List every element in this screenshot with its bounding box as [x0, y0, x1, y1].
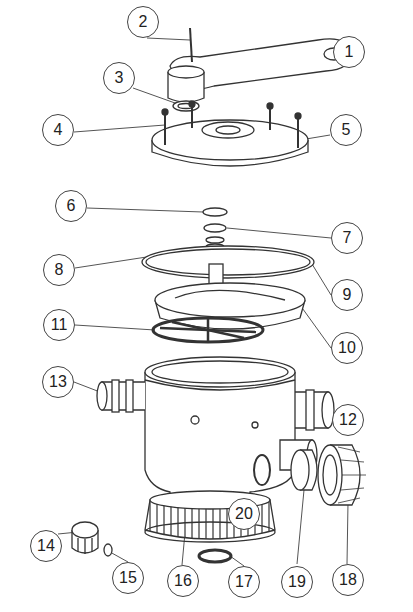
callout-circle: 14: [30, 530, 62, 562]
callout-circle: 19: [281, 566, 313, 598]
callout-circle: 15: [112, 562, 144, 594]
callout-circle: 7: [331, 222, 363, 254]
callout-number: 18: [339, 572, 357, 588]
callout-circle: 10: [331, 332, 363, 364]
callout-number: 6: [67, 198, 76, 214]
callout-number: 7: [343, 230, 352, 246]
callout-number: 17: [235, 574, 253, 590]
callout-circle: 6: [55, 190, 87, 222]
callout-circle: 18: [332, 564, 364, 596]
callout-number: 3: [115, 70, 124, 86]
callout-number: 20: [235, 506, 253, 522]
callout-circle: 11: [43, 309, 75, 341]
callout-circle: 3: [103, 62, 135, 94]
callout-circle: 17: [228, 566, 260, 598]
callout-number: 8: [55, 262, 64, 278]
callout-circle: 5: [330, 114, 362, 146]
callout-circle: 9: [331, 279, 363, 311]
callout-number: 9: [343, 287, 352, 303]
callout-circle: 1: [333, 36, 365, 68]
callout-number: 19: [288, 574, 306, 590]
callout-number: 15: [119, 570, 137, 586]
callout-number: 13: [49, 374, 67, 390]
callout-number: 11: [51, 317, 68, 333]
callout-circle: 8: [43, 254, 75, 286]
callout-number: 5: [342, 122, 351, 138]
callout-number: 4: [54, 122, 63, 138]
callout-circle: 4: [42, 114, 74, 146]
callout-circle: 2: [127, 6, 159, 38]
callout-circle: 13: [42, 366, 74, 398]
callout-number: 10: [338, 340, 356, 356]
callout-number: 2: [139, 14, 148, 30]
callout-number: 14: [37, 538, 55, 554]
callout-circle: 12: [332, 404, 364, 436]
callout-number: 16: [174, 573, 192, 589]
callout-circle: 20: [228, 498, 260, 530]
callout-number: 1: [345, 44, 354, 60]
callout-number: 12: [339, 412, 357, 428]
callout-circle: 16: [167, 565, 199, 597]
